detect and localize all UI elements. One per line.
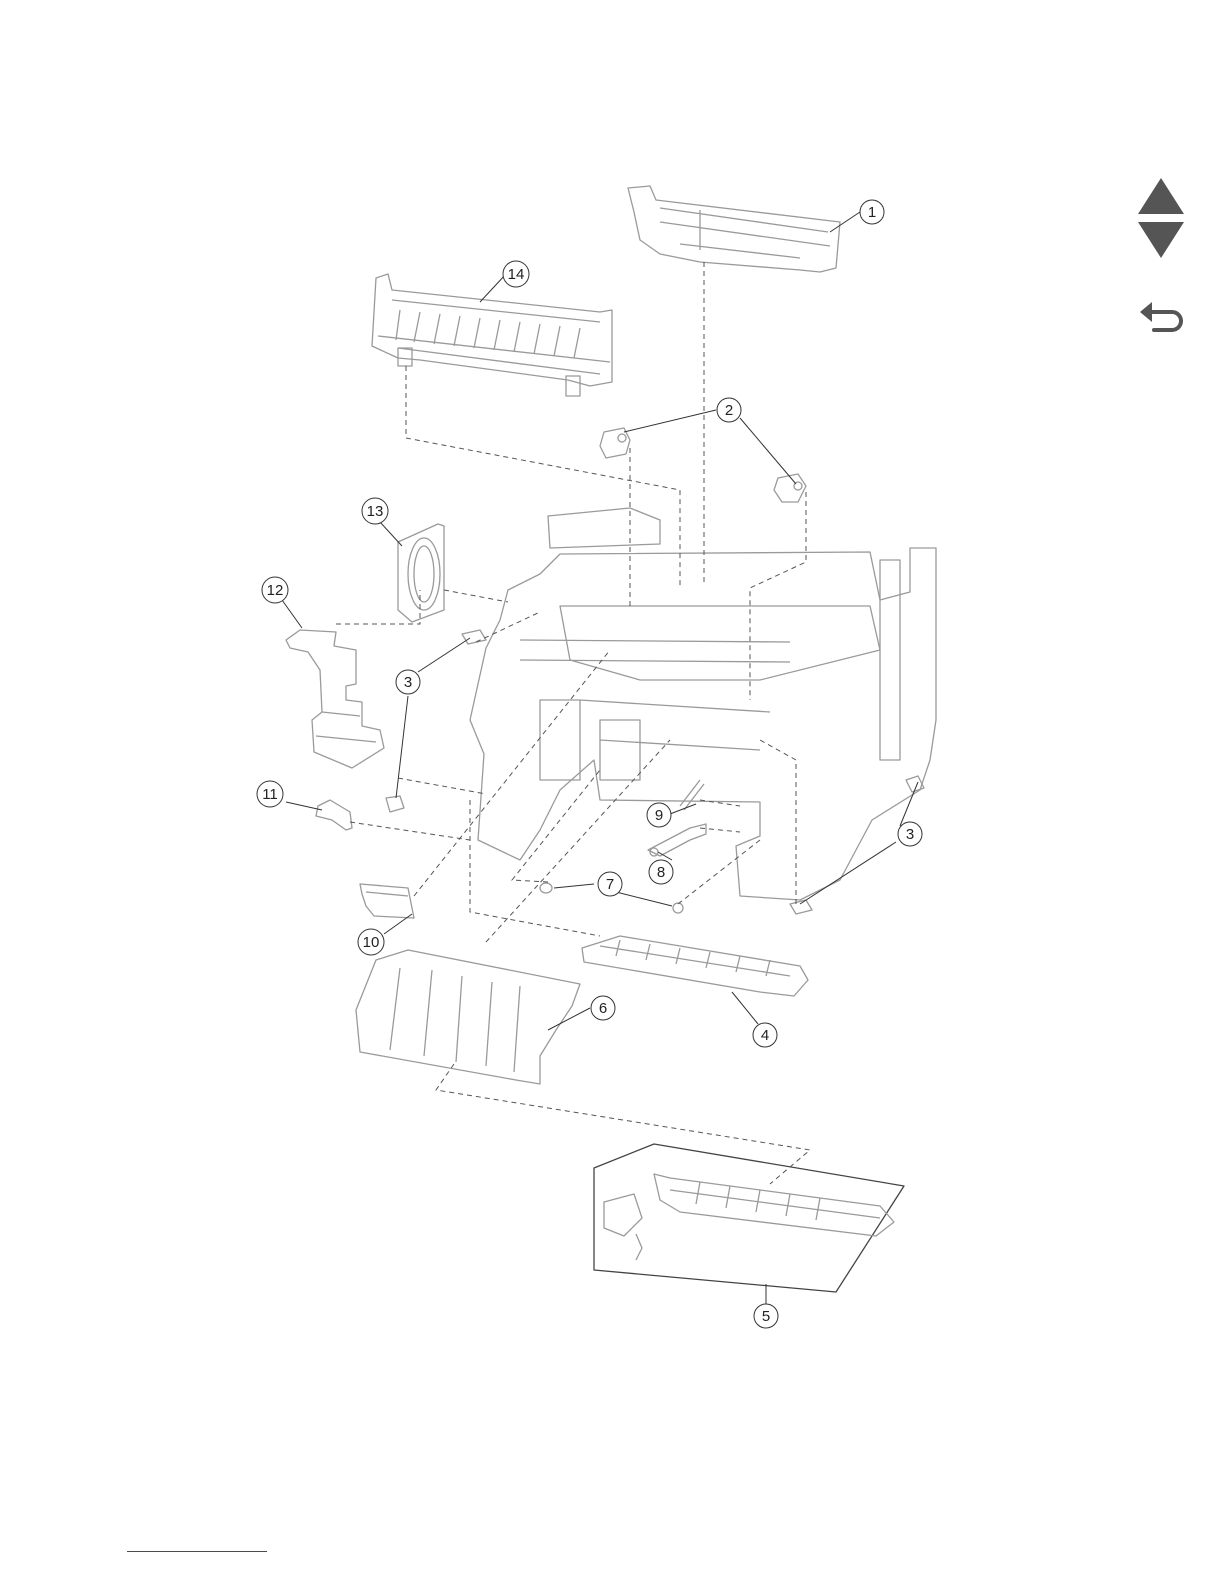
svg-text:8: 8 — [657, 864, 665, 881]
callout-4: 4 — [753, 1023, 777, 1047]
callout-11: 11 — [257, 781, 283, 807]
part-14-exit-guide — [372, 274, 612, 396]
svg-text:6: 6 — [599, 1000, 607, 1017]
part-8-lever — [648, 824, 706, 856]
part-2-gears — [600, 428, 806, 502]
svg-text:9: 9 — [655, 807, 663, 824]
svg-text:12: 12 — [267, 582, 284, 599]
svg-text:14: 14 — [508, 266, 525, 283]
part-6-rear-guide — [356, 950, 580, 1084]
svg-text:11: 11 — [262, 786, 278, 803]
svg-text:3: 3 — [906, 826, 914, 843]
svg-text:1: 1 — [868, 204, 876, 221]
callout-12: 12 — [262, 577, 288, 603]
svg-text:10: 10 — [363, 934, 380, 951]
svg-text:13: 13 — [367, 503, 384, 520]
callout-8: 8 — [649, 860, 673, 884]
callout-10: 10 — [358, 929, 384, 955]
svg-text:7: 7 — [606, 876, 614, 893]
callout-1: 1 — [860, 200, 884, 224]
svg-text:5: 5 — [762, 1308, 770, 1325]
main-frame — [470, 508, 936, 900]
part-10-flag — [360, 884, 414, 918]
callout-2: 2 — [717, 398, 741, 422]
part-11-sensor — [316, 800, 352, 830]
footer-link[interactable] — [127, 1551, 267, 1552]
callout-6: 6 — [591, 996, 615, 1020]
callout-9: 9 — [647, 803, 671, 827]
callout-5: 5 — [754, 1304, 778, 1328]
svg-text:4: 4 — [761, 1027, 769, 1044]
part-4-guide — [582, 936, 808, 996]
callout-13: 13 — [362, 498, 388, 524]
callout-7: 7 — [598, 872, 622, 896]
callout-3b: 3 — [898, 822, 922, 846]
part-12-shield — [286, 630, 384, 768]
part-1-top-cover — [628, 186, 840, 272]
part-5-duplex-kit — [594, 1144, 904, 1292]
callout-14: 14 — [503, 261, 529, 287]
svg-text:2: 2 — [725, 402, 733, 419]
assembly-lines — [336, 262, 810, 1184]
part-13-fan — [398, 524, 444, 622]
callout-3a: 3 — [396, 670, 420, 694]
svg-text:3: 3 — [404, 674, 412, 691]
